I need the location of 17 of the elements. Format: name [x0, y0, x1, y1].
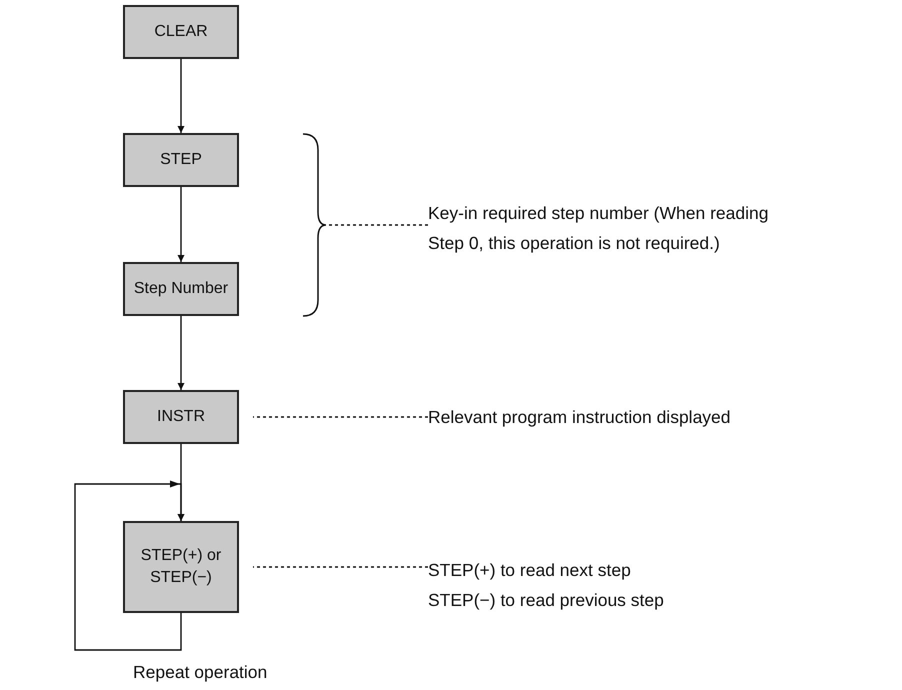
process-box: CLEAR: [123, 5, 239, 59]
process-box: Step Number: [123, 262, 239, 316]
annotation-text: Relevant program instruction displayed: [428, 406, 732, 429]
process-box: STEP: [123, 133, 239, 187]
leader-line: [253, 416, 428, 418]
arrow: [178, 316, 184, 390]
arrow: [178, 59, 184, 133]
arrow: [178, 187, 184, 262]
process-box: STEP(+) or STEP(−): [123, 521, 239, 613]
leader-line: [328, 224, 428, 226]
process-box: INSTR: [123, 390, 239, 444]
loop-arrow: [74, 480, 184, 651]
annotation-text: STEP(+) to read next step: [428, 559, 632, 582]
edge-label: Repeat operation: [133, 662, 268, 683]
annotation-text: STEP(−) to read previous step: [428, 589, 665, 612]
annotation-text: Key-in required step number (When reading Step 0, this operation is not required.): [428, 202, 770, 255]
leader-line: [253, 566, 428, 568]
